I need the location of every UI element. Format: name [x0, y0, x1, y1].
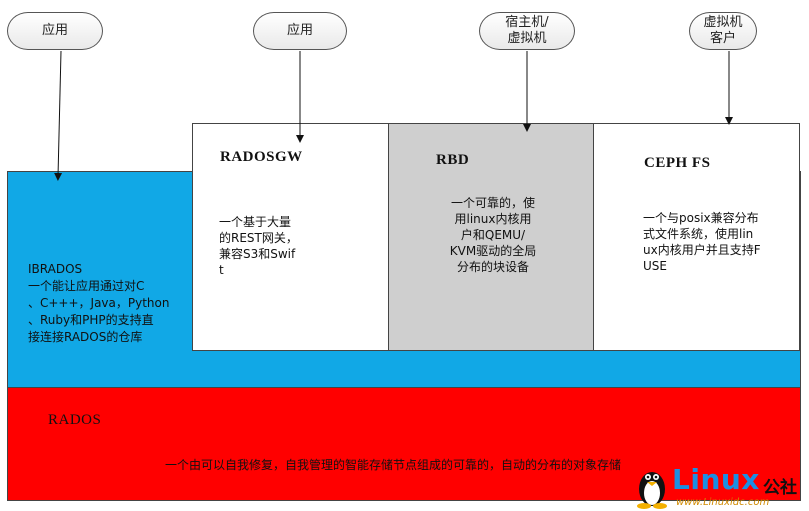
watermark-suffix: 公社 — [763, 478, 797, 498]
consumer-app-2-label: 应用 — [286, 23, 313, 38]
cephfs-title: CEPH FS — [644, 155, 711, 171]
rbd-box — [388, 123, 594, 351]
rbd-description: 一个可靠的，使 用linux内核用 户和QEMU/ KVM驱动的全局 分布的块设… — [449, 196, 537, 274]
consumer-host-vm-label: 宿主机/ 虚拟机 — [505, 15, 549, 46]
watermark-brand: Linux — [672, 463, 760, 496]
watermark-logo: Linux 公社 www.Linuxidc.com — [632, 461, 807, 509]
radosgw-box — [192, 123, 389, 351]
consumer-vm-client-label: 虚拟机 客户 — [703, 15, 743, 46]
rados-title: RADOS — [48, 412, 102, 428]
arrow-app-to-librados — [54, 50, 63, 181]
librados-description: IBRADOS 一个能让应用通过对C 、C+++，Java，Python 、Ru… — [28, 262, 170, 344]
tux-penguin-icon — [637, 472, 667, 509]
consumer-app-2: 应用 — [253, 12, 347, 50]
rbd-title: RBD — [436, 152, 470, 168]
consumer-app-1: 应用 — [7, 12, 103, 50]
rados-layer — [7, 387, 801, 501]
consumer-host-vm: 宿主机/ 虚拟机 — [479, 12, 575, 50]
cephfs-description: 一个与posix兼容分布 式文件系统，使用lin ux内核用户并且支持F USE — [643, 211, 761, 273]
consumer-vm-client: 虚拟机 客户 — [689, 12, 757, 50]
watermark-url: www.Linuxidc.com — [676, 497, 770, 508]
rados-description: 一个由可以自我修复，自我管理的智能存储节点组成的可靠的，自动的分布的对象存储 — [165, 458, 622, 472]
consumer-app-1-label: 应用 — [41, 23, 68, 38]
radosgw-title: RADOSGW — [220, 149, 303, 165]
radosgw-description: 一个基于大量 的REST网关， 兼容S3和Swif t — [219, 215, 298, 277]
cephfs-box — [593, 123, 800, 351]
